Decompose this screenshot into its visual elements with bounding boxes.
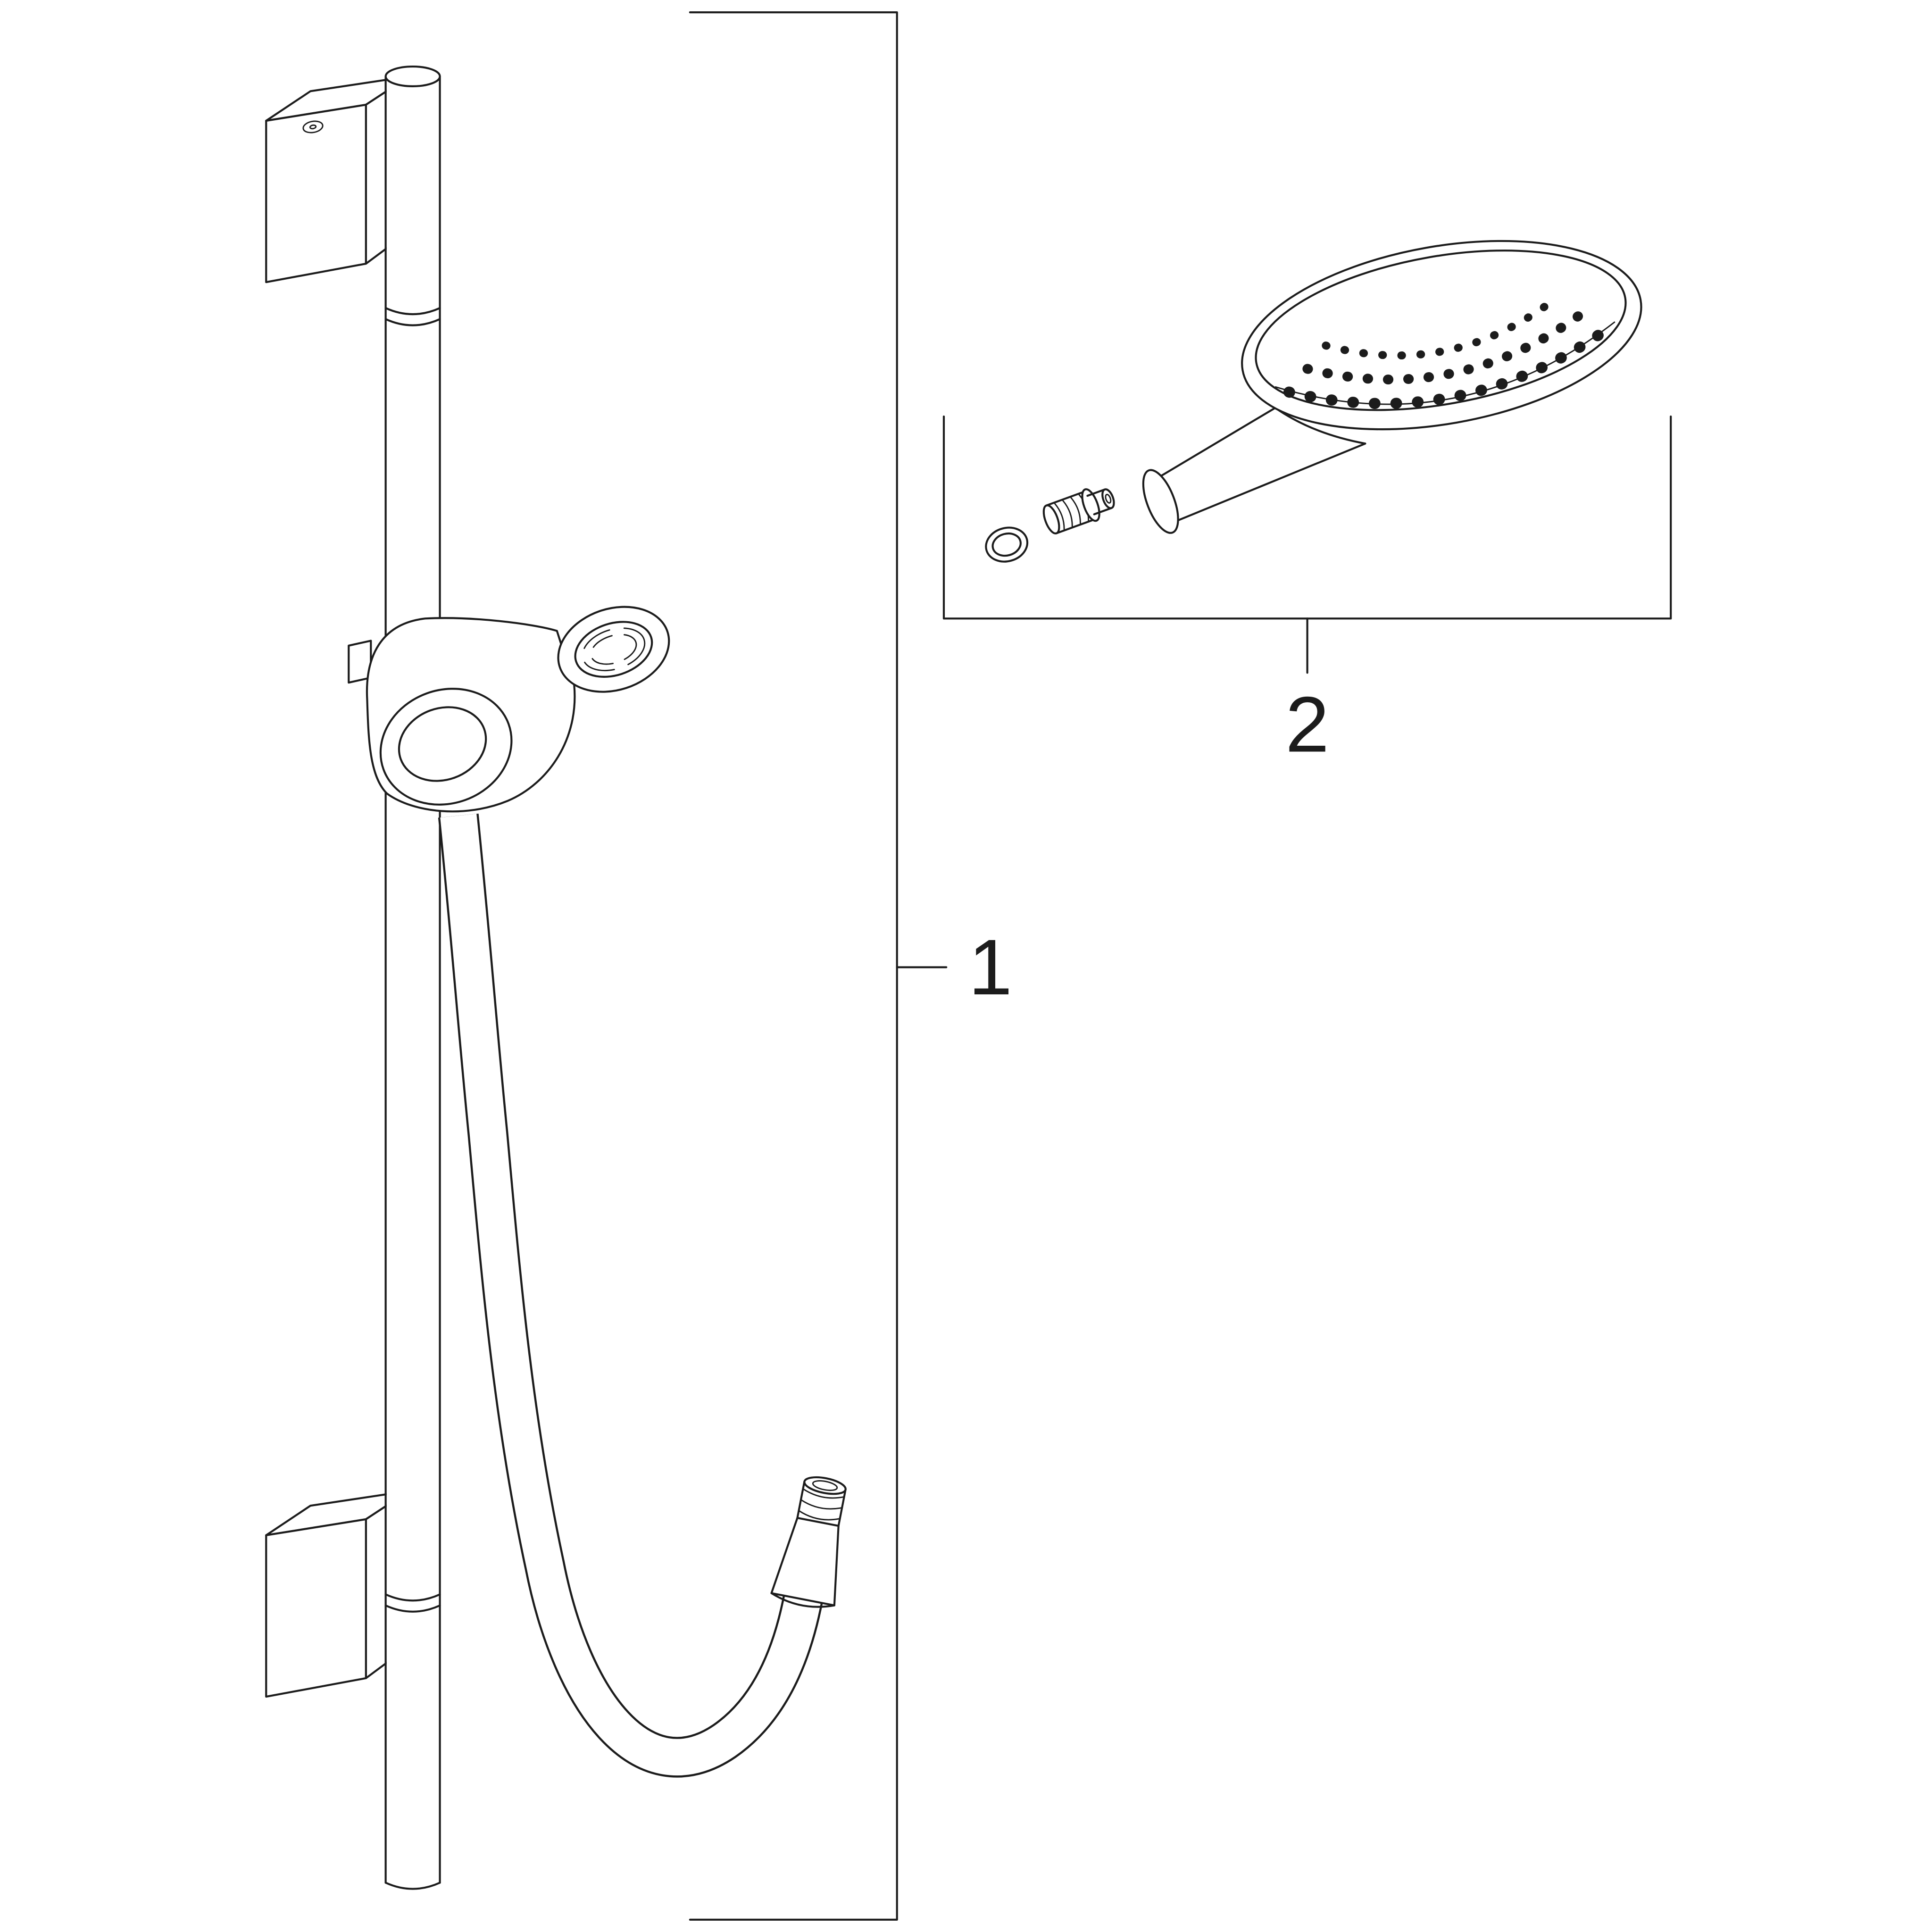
socket-opening: [574, 621, 653, 678]
hand-shower-handle: [1142, 407, 1366, 534]
check-valve: [1042, 488, 1115, 535]
bracket-front-face: [265, 103, 367, 283]
rail-collar-bottom: [384, 1593, 441, 1602]
valve-thread-icon: [1054, 503, 1065, 530]
hand-shower-head: [1241, 240, 1642, 431]
callout-1-bracket: [689, 11, 898, 1921]
o-ring: [985, 526, 1029, 563]
rail-collar-top: [384, 307, 441, 316]
callout-2-label: 2: [1285, 681, 1329, 768]
nozzle-row: [1322, 296, 1557, 360]
holder-hose-socket: [557, 606, 670, 693]
connector-opening: [812, 1480, 838, 1491]
rail-bottom-end: [384, 1882, 441, 1890]
connector-thread-icon: [798, 1510, 841, 1521]
wall-bar-assembly: [265, 65, 847, 1890]
bracket-screw-center-icon: [309, 124, 317, 130]
callout-2: 2: [942, 415, 1672, 768]
connector-top-cap: [803, 1476, 847, 1495]
callout-1: 1: [689, 11, 1012, 1921]
valve-end-cap: [1042, 504, 1060, 535]
connector-cone: [770, 1516, 840, 1607]
handle-neck: [1274, 407, 1366, 445]
head-outline: [1241, 240, 1642, 431]
nozzle-row: [1283, 326, 1609, 409]
shower-holder: [348, 606, 670, 813]
callout-1-label: 1: [968, 924, 1012, 1011]
shower-rail: [384, 65, 441, 1890]
rail-top-cap: [384, 65, 441, 87]
head-rim: [1255, 250, 1627, 411]
o-ring-inner: [991, 532, 1022, 557]
socket-thread-icon: [582, 627, 646, 672]
holder-knob: [379, 688, 513, 806]
bracket-front-face: [265, 1518, 367, 1698]
holder-knob-face: [398, 706, 487, 782]
hose-connector: [770, 1476, 847, 1608]
shower-hose: [438, 813, 847, 1778]
hand-shower-assembly: 2: [942, 240, 1672, 768]
valve-nipple-cap: [1101, 488, 1115, 509]
bracket-screw-hole-icon: [302, 120, 324, 133]
handle-inlet-cap: [1142, 469, 1179, 534]
nozzle-row: [1302, 311, 1583, 384]
